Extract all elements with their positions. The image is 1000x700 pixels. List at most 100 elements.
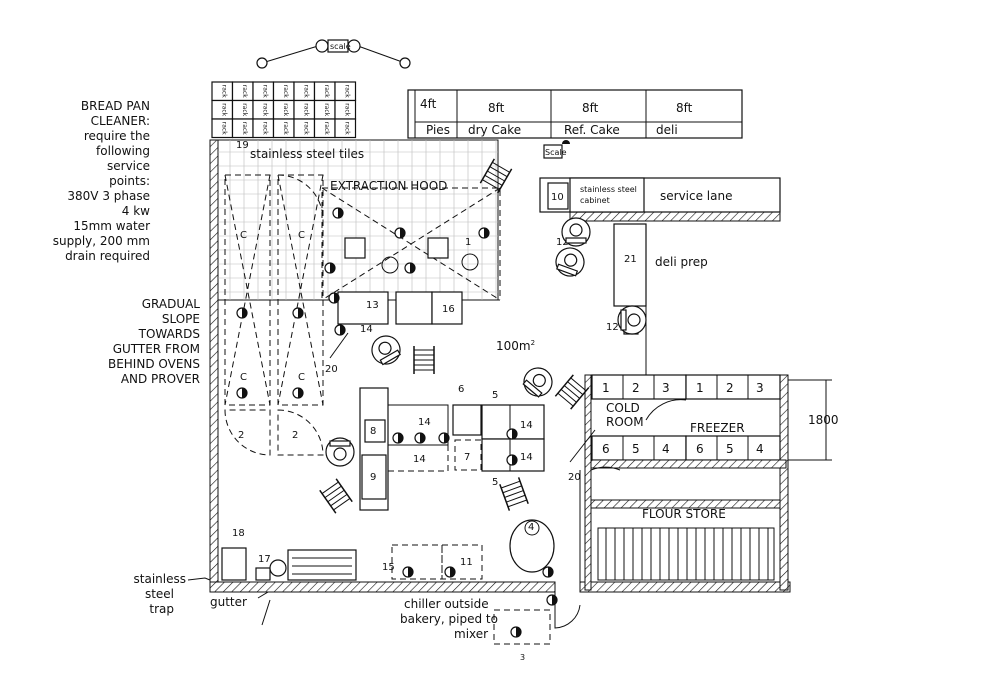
rack-cell-label: rack xyxy=(261,85,268,98)
step-rack-icon xyxy=(479,158,513,194)
hood-label: EXTRACTION HOOD xyxy=(330,179,447,193)
freezer-label: FREEZER xyxy=(690,421,745,435)
case-size: 8ft xyxy=(582,101,599,115)
operator-icon xyxy=(555,247,585,277)
case-size: 8ft xyxy=(488,101,505,115)
item-number: 14 xyxy=(520,452,533,463)
item-number: 14 xyxy=(413,454,426,465)
note-line: supply, 200 mm xyxy=(53,234,150,248)
freezer: 1 2 3 6 5 4 FREEZER xyxy=(590,374,787,469)
item-number: 5 xyxy=(492,477,498,488)
note-line: GUTTER FROM xyxy=(113,342,200,356)
item-number: 19 xyxy=(236,140,249,151)
note-line: CLEANER: xyxy=(91,114,150,128)
rack-cell-label: rack xyxy=(282,122,289,135)
shelf-number: 3 xyxy=(756,381,764,395)
outlet-icon xyxy=(324,262,336,274)
cabinet-label: stainless steel xyxy=(580,185,637,194)
step-rack-icon xyxy=(413,346,435,374)
note-line: steel xyxy=(145,587,174,601)
outlet-icon xyxy=(236,387,248,399)
item-number: 2 xyxy=(292,430,298,441)
item-number: 21 xyxy=(624,254,637,265)
shelf-number: 1 xyxy=(602,381,610,395)
case-name: dry Cake xyxy=(468,123,521,137)
dimension-label: 1800 xyxy=(808,413,839,427)
chiller-note: chiller outside bakery, piped to mixer xyxy=(400,597,498,641)
item-number: 20 xyxy=(568,472,581,483)
rack-cell-label: rack xyxy=(302,85,309,98)
item-number: 15 xyxy=(382,562,395,573)
item-number: 16 xyxy=(442,304,455,315)
outlet-icon xyxy=(394,227,406,239)
walls xyxy=(209,139,791,593)
rack-cell-label: rack xyxy=(282,85,289,98)
bottom-equipment: 18 17 15 11 4 20 3 xyxy=(221,332,596,662)
service-lane-label: service lane xyxy=(660,189,732,203)
shelf-number: 5 xyxy=(726,442,734,456)
item-number: 11 xyxy=(460,557,473,568)
case-name: Ref. Cake xyxy=(564,123,620,137)
dimension-1800: 1800 xyxy=(788,379,839,461)
operator-icon xyxy=(522,367,553,398)
outlet-icon xyxy=(506,454,518,466)
cabinet-label: cabinet xyxy=(580,196,610,205)
step-rack-icon xyxy=(554,374,590,410)
oven-c-mark: C xyxy=(298,230,305,241)
service-lane: 10 stainless steel cabinet service lane xyxy=(539,177,781,213)
scale-label: scale xyxy=(330,42,351,51)
deli-prep: 21 deli prep 12 12 xyxy=(556,223,708,375)
item-number: 18 xyxy=(232,528,245,539)
shelf-number: 4 xyxy=(756,442,764,456)
outlet-icon xyxy=(506,428,518,440)
rack-cell-label: rack xyxy=(282,103,289,116)
note-line: points: xyxy=(109,174,150,188)
note-line: require the xyxy=(84,129,150,143)
outlet-icon xyxy=(438,432,450,444)
rack-cell-label: rack xyxy=(241,85,248,98)
case-size: 8ft xyxy=(676,101,693,115)
operator-icon xyxy=(325,437,355,467)
rack-cell-label: rack xyxy=(323,103,330,116)
bread-pan-cleaner-note: BREAD PAN CLEANER: require the following… xyxy=(53,99,150,263)
stainless-trap-note: stainless steel trap xyxy=(134,572,216,616)
item-number: 9 xyxy=(370,472,376,483)
outlet-icon xyxy=(292,387,304,399)
note-line: stainless xyxy=(134,572,186,586)
outlet-icon xyxy=(392,432,404,444)
note-line: service xyxy=(107,159,150,173)
note-line: 4 kw xyxy=(122,204,150,218)
rack-cell-label: rack xyxy=(302,122,309,135)
shelf-number: 6 xyxy=(602,442,610,456)
rack-cell xyxy=(334,118,357,139)
small-scale: Scale xyxy=(543,140,570,159)
item-number: 8 xyxy=(370,426,376,437)
outlet-icon xyxy=(292,307,304,319)
power-outlets xyxy=(236,207,558,638)
shelf-number: 6 xyxy=(696,442,704,456)
cold-room-label: COLD xyxy=(606,401,640,415)
item-number: 3 xyxy=(520,653,525,662)
rack-cell-label: rack xyxy=(343,122,350,135)
oven-c-mark: C xyxy=(240,372,247,383)
area-label: 100m2 xyxy=(496,339,535,353)
step-racks xyxy=(319,158,590,514)
item-number: 5 xyxy=(492,390,498,401)
scale-label: Scale xyxy=(545,148,567,157)
note-line: mixer xyxy=(454,627,488,641)
rack-cell-label: rack xyxy=(261,103,268,116)
shelf-number: 1 xyxy=(696,381,704,395)
operator-positions xyxy=(325,217,647,467)
outlet-icon xyxy=(236,307,248,319)
display-cases: 4ft 8ft 8ft 8ft Pies dry Cake Ref. Cake … xyxy=(407,89,743,139)
rack-cell-label: rack xyxy=(220,122,227,135)
note-line: 15mm water xyxy=(73,219,150,233)
case-name: Pies xyxy=(426,123,450,137)
stainless-tiles-area: stainless steel tiles 19 xyxy=(217,139,499,301)
item-number: 10 xyxy=(551,192,564,203)
shelf-number: 2 xyxy=(632,381,640,395)
outlet-icon xyxy=(510,626,522,638)
oven-c-mark: C xyxy=(240,230,247,241)
shelf-number: 3 xyxy=(662,381,670,395)
item-number: 13 xyxy=(366,300,379,311)
